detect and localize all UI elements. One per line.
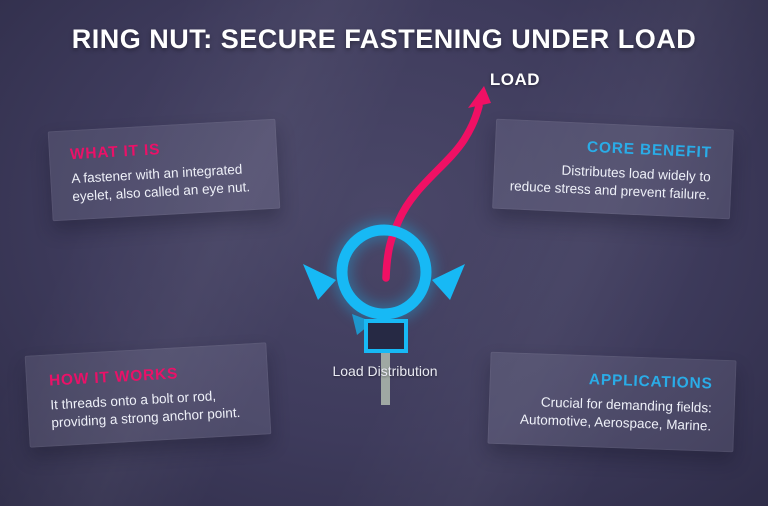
card-heading: CORE BENEFIT bbox=[586, 138, 713, 162]
card-what-it-is: WHAT IT IS A fastener with an integrated… bbox=[47, 118, 281, 222]
load-label: LOAD bbox=[489, 70, 541, 89]
card-core-benefit: CORE BENEFIT Distributes load widely to … bbox=[492, 118, 734, 220]
bolt-rod-icon bbox=[381, 346, 390, 405]
right-wing-icon bbox=[432, 264, 465, 300]
load-distribution-label: Load Distribution bbox=[332, 363, 438, 379]
card-heading: APPLICATIONS bbox=[588, 371, 713, 393]
page-title: RING NUT: SECURE FASTENING UNDER LOAD bbox=[71, 24, 697, 54]
load-arrow-shaft bbox=[382, 102, 483, 282]
ring-icon bbox=[336, 224, 432, 320]
load-arrowhead-icon bbox=[468, 86, 491, 108]
left-wing-icon bbox=[303, 264, 336, 300]
card-heading: WHAT IT IS bbox=[69, 141, 161, 164]
nut-square-icon bbox=[364, 319, 408, 353]
flange-triangle-icon bbox=[352, 314, 373, 335]
card-how-it-works: HOW IT WORKS It threads onto a bolt or r… bbox=[24, 342, 272, 448]
load-arrow-icon bbox=[382, 86, 491, 282]
card-applications: APPLICATIONS Crucial for demanding field… bbox=[487, 351, 737, 453]
